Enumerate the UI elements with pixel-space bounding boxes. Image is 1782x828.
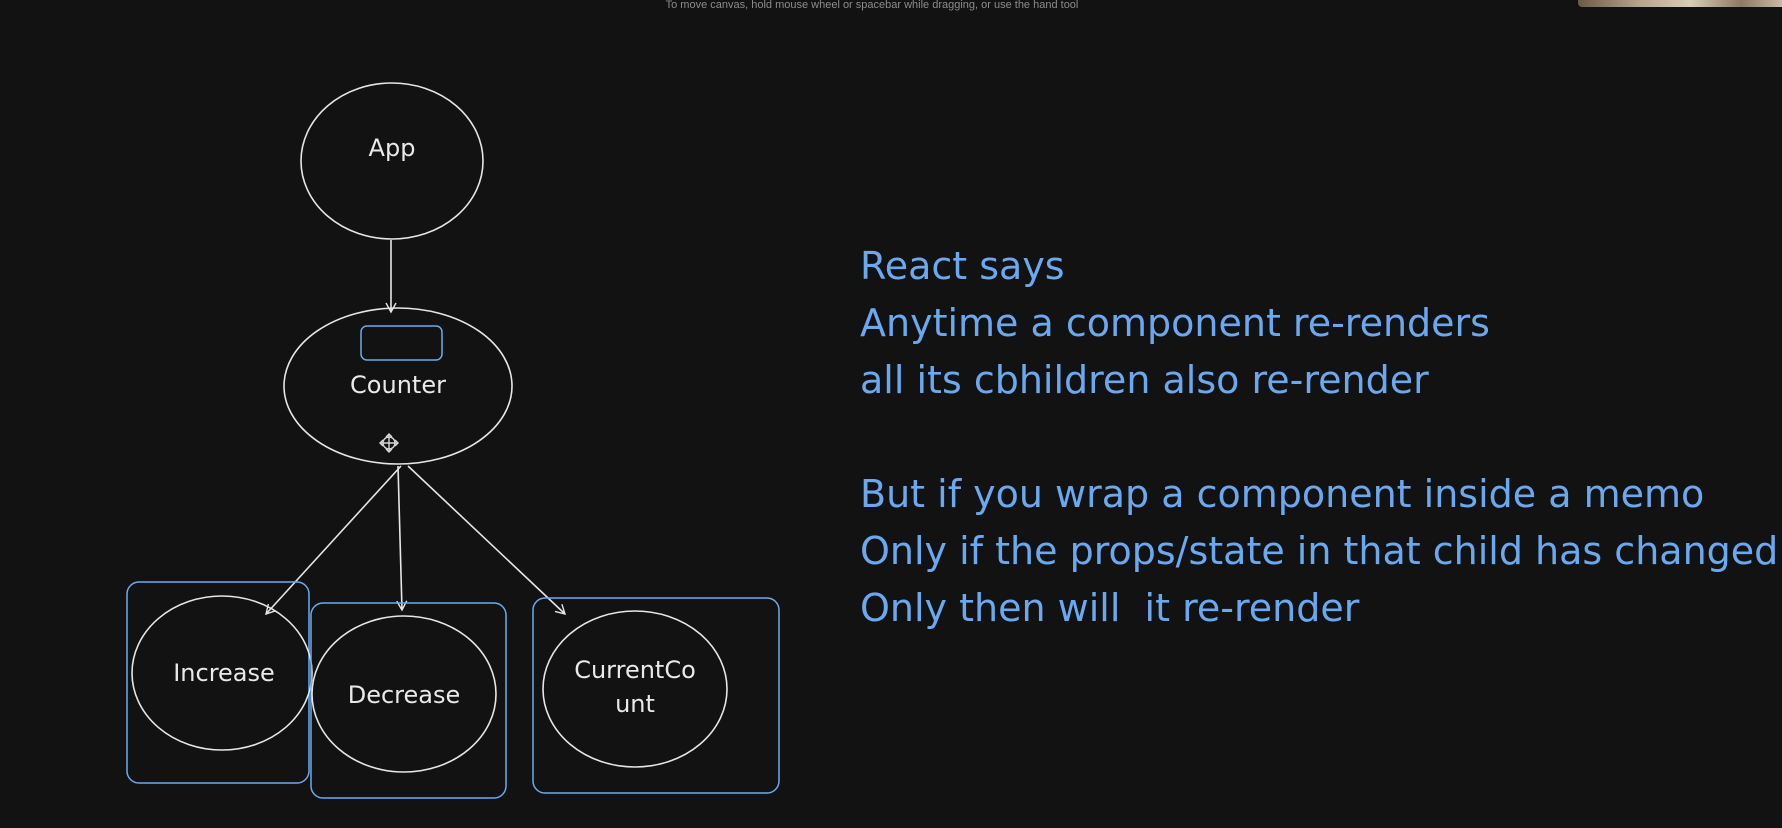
counter-node-shape[interactable] xyxy=(283,307,513,465)
decrease-node-shape[interactable] xyxy=(311,615,497,773)
note-line-2: Anytime a component re-renders xyxy=(860,301,1490,345)
counter-selection-box[interactable] xyxy=(360,325,443,361)
note-line-7: Only then will it re-render xyxy=(860,586,1360,630)
move-cursor-icon xyxy=(379,433,399,453)
increase-node-label: Increase xyxy=(173,659,275,687)
note-line-1: React says xyxy=(860,244,1065,288)
arrow-counter-to-currentcount[interactable] xyxy=(407,465,567,615)
increase-node-shape[interactable] xyxy=(131,595,313,751)
note-line-5: But if you wrap a component inside a mem… xyxy=(860,472,1705,516)
currentcount-node-label: CurrentCo unt xyxy=(574,656,696,718)
app-node-label: App xyxy=(368,134,416,162)
arrow-counter-to-decrease[interactable] xyxy=(396,465,408,612)
webcam-preview xyxy=(1578,0,1782,7)
note-line-6: Only if the props/state in that child ha… xyxy=(860,529,1779,573)
decrease-memo-frame[interactable] xyxy=(310,602,507,799)
currentcount-node-shape[interactable] xyxy=(542,610,728,768)
app-node-shape[interactable] xyxy=(300,82,484,240)
canvas-hint-text: To move canvas, hold mouse wheel or spac… xyxy=(665,0,1079,11)
note-line-4 xyxy=(860,409,1778,466)
increase-memo-frame[interactable] xyxy=(126,581,310,784)
note-line-3: all its cbhildren also re-render xyxy=(860,358,1429,402)
decrease-node-label: Decrease xyxy=(347,681,461,709)
counter-node-label: Counter xyxy=(350,371,446,399)
notes-text-block[interactable]: React says Anytime a component re-render… xyxy=(860,238,1778,637)
currentcount-memo-frame[interactable] xyxy=(532,597,780,794)
arrow-counter-to-increase[interactable] xyxy=(265,465,402,616)
